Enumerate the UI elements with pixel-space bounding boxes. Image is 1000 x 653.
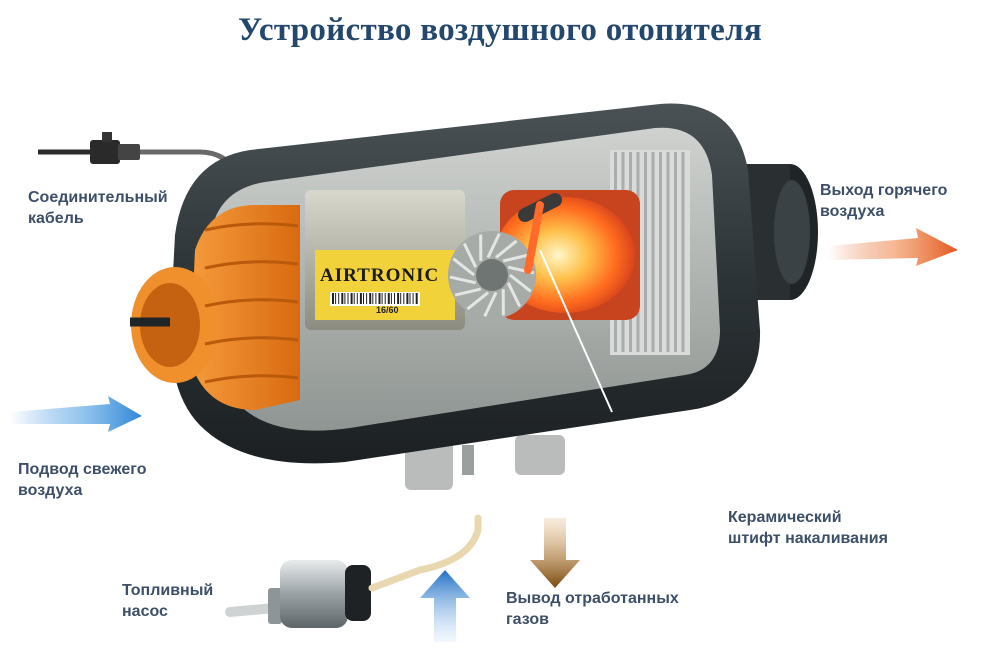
wheel-blade: [502, 253, 530, 263]
barcode-bar: [335, 293, 337, 304]
barcode-bar: [363, 293, 364, 304]
barcode-bar: [384, 293, 386, 304]
wheel-blade: [506, 282, 522, 308]
barcode-bar: [397, 293, 400, 304]
fan-rib: [204, 298, 299, 308]
fin: [666, 152, 670, 352]
fin: [651, 152, 655, 352]
barcode-bar: [375, 293, 377, 304]
fin: [659, 152, 662, 352]
barcode-bar: [403, 293, 405, 304]
glow-pin: [518, 193, 613, 413]
fan-rib: [204, 374, 299, 384]
page-title: Устройство воздушного отопителя: [237, 12, 763, 48]
barcode-bar: [415, 293, 418, 304]
arrow-down-icon: [530, 518, 580, 588]
arrow-right-icon: [10, 396, 142, 432]
barcode-bar: [387, 293, 390, 304]
barcode-bar: [359, 293, 362, 304]
barcode-bar: [400, 293, 402, 304]
blower-wheel: [448, 231, 536, 319]
wheel-blade: [509, 273, 532, 293]
barcode-bar: [338, 293, 340, 304]
wheel-blade: [495, 239, 518, 259]
wheel-blade: [462, 242, 478, 268]
barcode-bar: [372, 293, 374, 304]
barcode-bar: [378, 293, 381, 304]
intake-fan: [130, 205, 300, 410]
fin: [674, 152, 677, 352]
fin: [681, 152, 685, 352]
barcode-bar: [350, 293, 353, 304]
wheel-blade: [454, 287, 482, 297]
barcode-bar: [366, 293, 368, 304]
barcode-bar: [394, 293, 395, 304]
fuel-pump-icon: [225, 514, 482, 628]
barcode-bar: [412, 293, 414, 304]
arrow-up-icon: [420, 570, 470, 642]
wheel-blade: [452, 257, 475, 277]
barcode-bar: [406, 293, 409, 304]
fan-rib: [204, 336, 299, 346]
barcode-bar: [369, 293, 372, 304]
wheel-blade: [466, 291, 489, 311]
control-unit: [305, 190, 465, 330]
barcode-bar: [390, 293, 392, 304]
wheel-blade: [483, 291, 498, 317]
barcode-bar: [344, 293, 346, 304]
barcode-bar: [341, 293, 344, 304]
bottom-pipes: [405, 435, 565, 490]
fan-rib: [204, 222, 299, 232]
barcode-bar: [356, 293, 358, 304]
brand-code: 16/60: [376, 305, 399, 315]
barcode-bar: [332, 293, 334, 304]
wheel-blade: [486, 233, 501, 259]
fin: [644, 152, 647, 352]
fan-rib: [204, 260, 299, 270]
wheel-blade: [449, 275, 477, 285]
arrow-right-icon: [828, 228, 958, 266]
brand-label: AIRTRONIC: [320, 265, 440, 286]
barcode-bar: [381, 293, 383, 304]
barcode-bar: [353, 293, 355, 304]
barcode-bar: [409, 293, 411, 304]
barcode-bar: [347, 293, 349, 304]
